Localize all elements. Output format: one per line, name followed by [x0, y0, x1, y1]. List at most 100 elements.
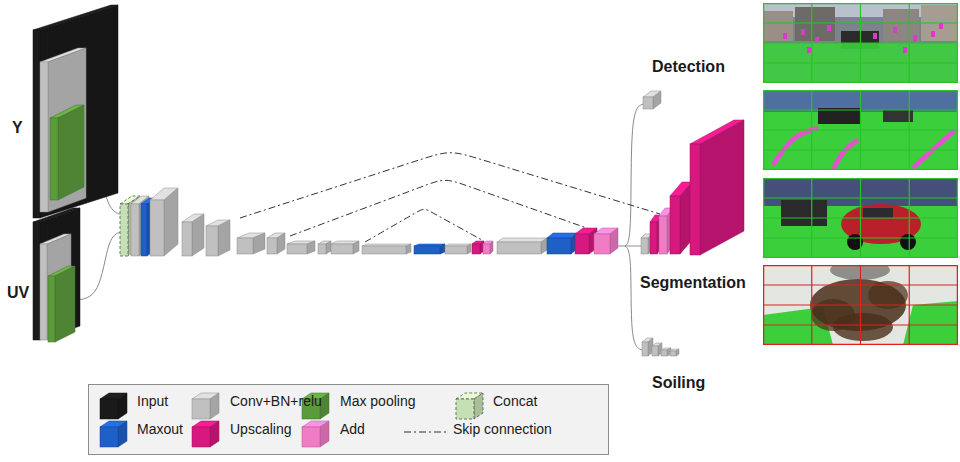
layer-block	[445, 244, 471, 254]
data-flow-line	[74, 232, 122, 300]
block-side	[210, 393, 219, 419]
detection-mark	[931, 31, 935, 37]
pool-block	[48, 266, 75, 342]
block-side	[58, 105, 84, 200]
block-side	[700, 120, 744, 255]
head-label: Detection	[652, 57, 725, 76]
block-front	[472, 244, 480, 254]
layer-block	[206, 220, 230, 256]
block-side	[541, 238, 547, 254]
layer-block	[497, 238, 547, 254]
block-side	[192, 214, 204, 256]
input-slab	[33, 5, 118, 218]
block-front	[641, 238, 648, 254]
block-side	[307, 241, 315, 254]
block-side	[353, 241, 359, 254]
block-front	[659, 216, 667, 254]
block-side	[118, 393, 127, 419]
upscale-block	[472, 241, 484, 254]
block-front	[575, 234, 589, 254]
layer-block	[131, 196, 149, 256]
grid-line	[763, 149, 958, 150]
detection-mark	[903, 47, 907, 53]
legend-swatch	[456, 393, 483, 419]
grid-line	[763, 129, 958, 130]
clean-region	[903, 301, 958, 345]
grid-line	[763, 324, 958, 325]
layer-block	[642, 338, 653, 356]
block-front	[661, 350, 667, 356]
block-side	[128, 196, 140, 256]
layer-block	[643, 91, 661, 109]
block-top	[497, 238, 547, 242]
block-side	[164, 188, 178, 256]
legend-swatch	[302, 427, 320, 447]
image-building	[883, 9, 919, 41]
layer-block	[267, 233, 285, 254]
layer-block	[661, 348, 671, 356]
block-side	[406, 244, 411, 254]
detection-mark	[827, 25, 831, 31]
data-flow-line	[625, 246, 642, 350]
upscale-block	[670, 182, 692, 254]
data-flow-line	[625, 104, 643, 246]
block-front	[33, 30, 40, 218]
conv-block	[40, 48, 86, 212]
block-side	[253, 233, 265, 254]
block-side	[218, 220, 230, 256]
legend-line-sample	[404, 431, 446, 432]
output-image	[763, 178, 958, 258]
block-side	[474, 393, 483, 419]
output-image	[763, 90, 958, 170]
image-ground	[763, 178, 958, 258]
maxout-block	[414, 244, 445, 254]
skip-connection	[290, 180, 598, 236]
grid-line	[909, 90, 910, 170]
block-front	[141, 204, 147, 256]
block-side	[440, 244, 445, 254]
legend-text: Upscaling	[230, 421, 291, 438]
block-side	[653, 91, 661, 109]
input-label: Y	[12, 118, 23, 137]
block-side	[210, 421, 219, 447]
block-front	[670, 351, 676, 356]
block-top	[362, 244, 411, 246]
output-image	[763, 265, 958, 345]
image-border	[764, 91, 958, 170]
legend-text: Conv+BN+relu	[230, 393, 322, 410]
block-front	[40, 62, 48, 212]
image-ground	[763, 3, 958, 83]
layer-block	[670, 349, 679, 356]
grid-line	[763, 217, 958, 218]
block-front	[206, 226, 218, 256]
block-side	[40, 5, 118, 218]
add-block	[483, 241, 493, 254]
detection-mark	[893, 27, 897, 33]
upscale-block	[575, 228, 597, 254]
grid-line	[909, 178, 910, 258]
image-building	[795, 7, 835, 41]
block-front	[483, 244, 490, 254]
legend-swatch	[100, 399, 118, 419]
image-car	[781, 200, 827, 226]
block-front	[670, 196, 680, 254]
block-side	[277, 233, 285, 254]
block-front	[50, 118, 58, 200]
block-front	[690, 144, 700, 255]
soiling-blob	[833, 313, 893, 341]
detection-mark	[807, 47, 811, 53]
block-side	[490, 241, 493, 254]
lane-mark	[913, 130, 955, 168]
image-ground	[763, 265, 958, 345]
legend-swatch	[100, 427, 118, 447]
block-front	[650, 222, 657, 254]
block-front	[414, 246, 440, 254]
block-front	[642, 342, 648, 356]
legend-text: Maxout	[137, 421, 183, 438]
detection-mark	[815, 37, 819, 43]
legend-swatch	[192, 427, 210, 447]
grid-line	[909, 265, 910, 345]
legend-swatch	[100, 421, 127, 447]
pool-block	[50, 105, 84, 200]
